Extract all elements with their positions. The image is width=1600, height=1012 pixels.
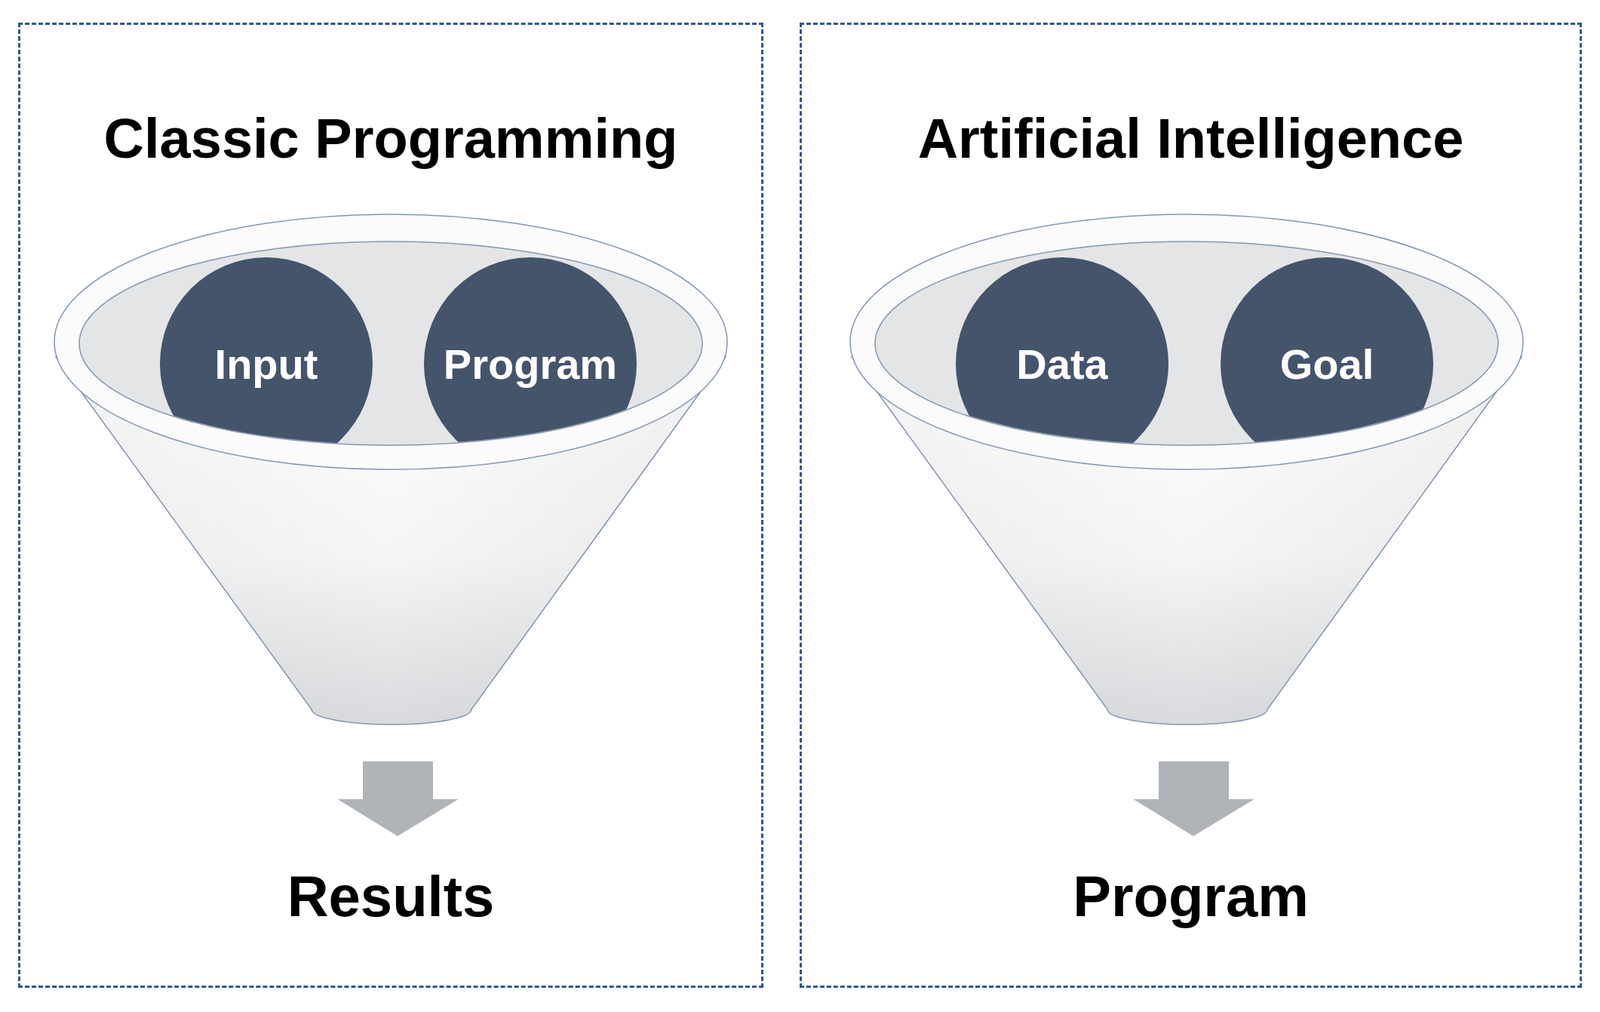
input-circle: Input (159, 257, 373, 470)
input-circle: Data (955, 257, 1169, 470)
input-circle: Program (423, 257, 637, 470)
circle-label: Input (214, 339, 319, 389)
down-arrow (1130, 760, 1257, 837)
output-label: Results (20, 862, 762, 929)
panel-box: Classic ProgrammingResults Input Program (18, 22, 764, 988)
panel-title: Classic Programming (20, 106, 762, 171)
funnel (54, 214, 728, 725)
circle-label: Data (1016, 339, 1108, 389)
circle-label: Goal (1280, 339, 1374, 389)
funnel (850, 214, 1524, 725)
panel-box: Artificial IntelligenceProgram Data Goal (799, 22, 1582, 988)
down-arrow (334, 760, 461, 837)
input-circle: Goal (1220, 257, 1434, 470)
circle-label: Program (443, 339, 618, 389)
panel-title: Artificial Intelligence (801, 106, 1580, 171)
output-label: Program (801, 862, 1580, 929)
